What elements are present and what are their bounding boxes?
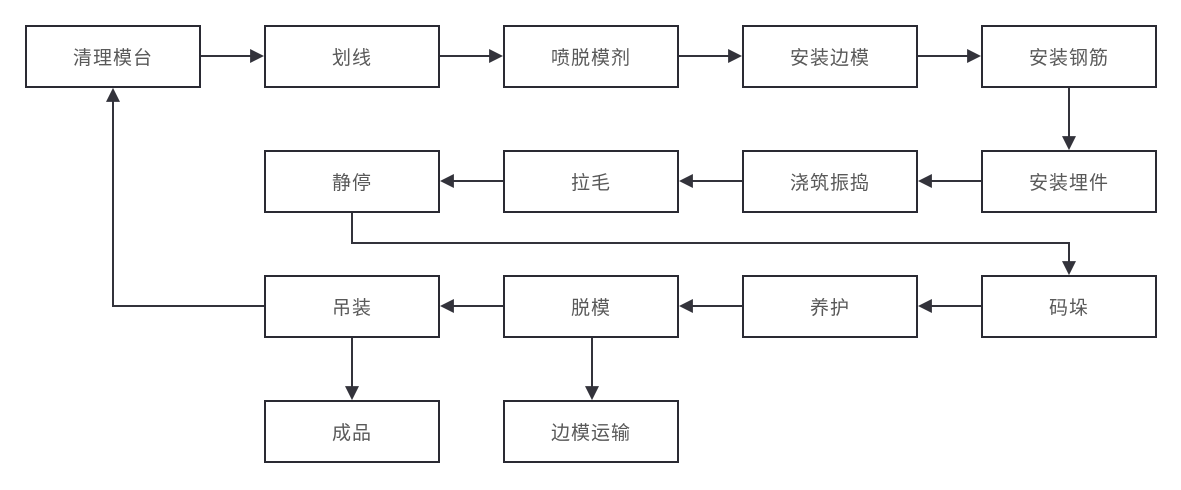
flow-node-demolding: 脱模 (503, 275, 679, 338)
flow-node-roughening: 拉毛 (503, 150, 679, 213)
flow-node-label-install-embedded-parts: 安装埋件 (1028, 173, 1109, 194)
flow-node-label-install-rebar: 安装钢筋 (1028, 48, 1109, 69)
flow-node-label-curing: 养护 (809, 298, 850, 319)
flow-node-label-demolding: 脱模 (570, 298, 611, 319)
flow-node-label-pour-and-vibrate: 浇筑振捣 (789, 173, 870, 194)
flow-node-spray-release-agent: 喷脱模剂 (503, 25, 679, 88)
flow-edge-hoisting-to-clean-mold-table (106, 87, 264, 307)
flow-node-resting: 静停 (264, 150, 440, 213)
flow-node-label-marking-lines: 划线 (331, 48, 372, 69)
flow-node-label-finished-product: 成品 (331, 423, 372, 444)
flow-node-label-hoisting: 吊装 (331, 298, 372, 319)
flow-node-finished-product: 成品 (264, 400, 440, 463)
flow-node-marking-lines: 划线 (264, 25, 440, 88)
flow-node-curing: 养护 (742, 275, 918, 338)
flow-node-label-spray-release-agent: 喷脱模剂 (550, 48, 631, 69)
flow-edge-resting-to-stacking (351, 213, 1076, 276)
flow-node-side-mold-transport: 边模运输 (503, 400, 679, 463)
flow-node-install-side-molds: 安装边模 (742, 25, 918, 88)
flow-node-label-side-mold-transport: 边模运输 (550, 423, 631, 444)
flow-node-label-resting: 静停 (331, 173, 372, 194)
flow-node-hoisting: 吊装 (264, 275, 440, 338)
flow-node-stacking: 码垛 (981, 275, 1157, 338)
flow-node-install-rebar: 安装钢筋 (981, 25, 1157, 88)
flow-node-install-embedded-parts: 安装埋件 (981, 150, 1157, 213)
flow-node-clean-mold-table: 清理模台 (25, 25, 201, 88)
flow-node-label-clean-mold-table: 清理模台 (72, 48, 153, 69)
flow-node-label-roughening: 拉毛 (570, 173, 611, 194)
flow-node-pour-and-vibrate: 浇筑振捣 (742, 150, 918, 213)
flow-node-label-install-side-molds: 安装边模 (789, 48, 870, 69)
flow-node-label-stacking: 码垛 (1048, 298, 1089, 319)
